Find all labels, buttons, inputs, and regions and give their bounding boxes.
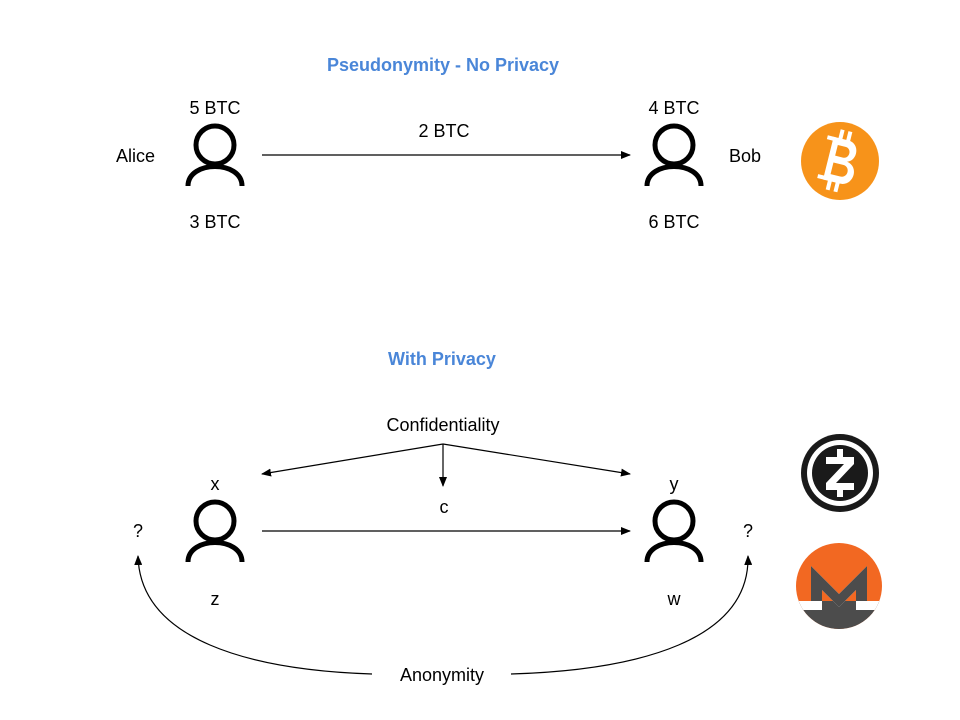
receiver-user-icon: [644, 499, 704, 563]
title-with-privacy: With Privacy: [388, 349, 496, 369]
unknown-sender: ?: [132, 521, 144, 541]
zcash-logo: [801, 434, 879, 512]
sender-balance-before: 5 BTC: [189, 98, 241, 118]
receiver-balance-after: 6 BTC: [648, 212, 700, 232]
sender-name: Alice: [116, 146, 156, 166]
sender-user-icon: [185, 499, 245, 563]
unknown-receiver: ?: [742, 521, 754, 541]
hidden-balance-x: x: [210, 474, 220, 494]
anonymity-arc-left: [134, 555, 373, 675]
hidden-balance-z: z: [210, 589, 220, 609]
hidden-balance-w: w: [667, 589, 681, 609]
anonymity-arc-right: [510, 555, 753, 675]
confidentiality-label: Confidentiality: [386, 415, 500, 435]
receiver-balance-before: 4 BTC: [648, 98, 700, 118]
monero-logo: [796, 543, 882, 629]
anonymity-label: Anonymity: [399, 665, 485, 685]
alice-user-icon: [185, 123, 245, 187]
sender-balance-after: 3 BTC: [189, 212, 241, 232]
receiver-name: Bob: [729, 146, 762, 166]
hidden-amount-c: c: [439, 497, 449, 517]
confidentiality-arrow-left: [261, 443, 444, 477]
bitcoin-logo: [801, 122, 879, 200]
confidentiality-arrow-right: [442, 443, 631, 477]
hidden-balance-y: y: [669, 474, 679, 494]
bob-user-icon: [644, 123, 704, 187]
transfer-amount: 2 BTC: [418, 121, 470, 141]
title-pseudonymity: Pseudonymity - No Privacy: [326, 55, 560, 75]
